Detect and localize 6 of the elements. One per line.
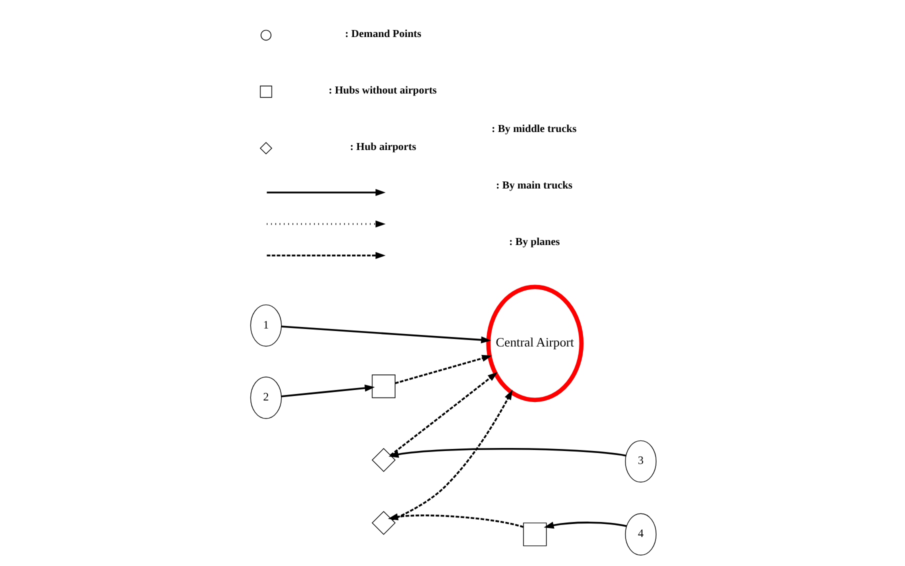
legend-label: : By main trucks: [496, 180, 572, 192]
legend-label: : Hub airports: [350, 140, 416, 153]
legend-label: : By middle trucks: [492, 123, 577, 136]
legend-label: : By planes: [509, 236, 560, 248]
legend-label: : Demand Points: [345, 28, 422, 40]
legend-label: : Hubs without airports: [328, 84, 437, 96]
